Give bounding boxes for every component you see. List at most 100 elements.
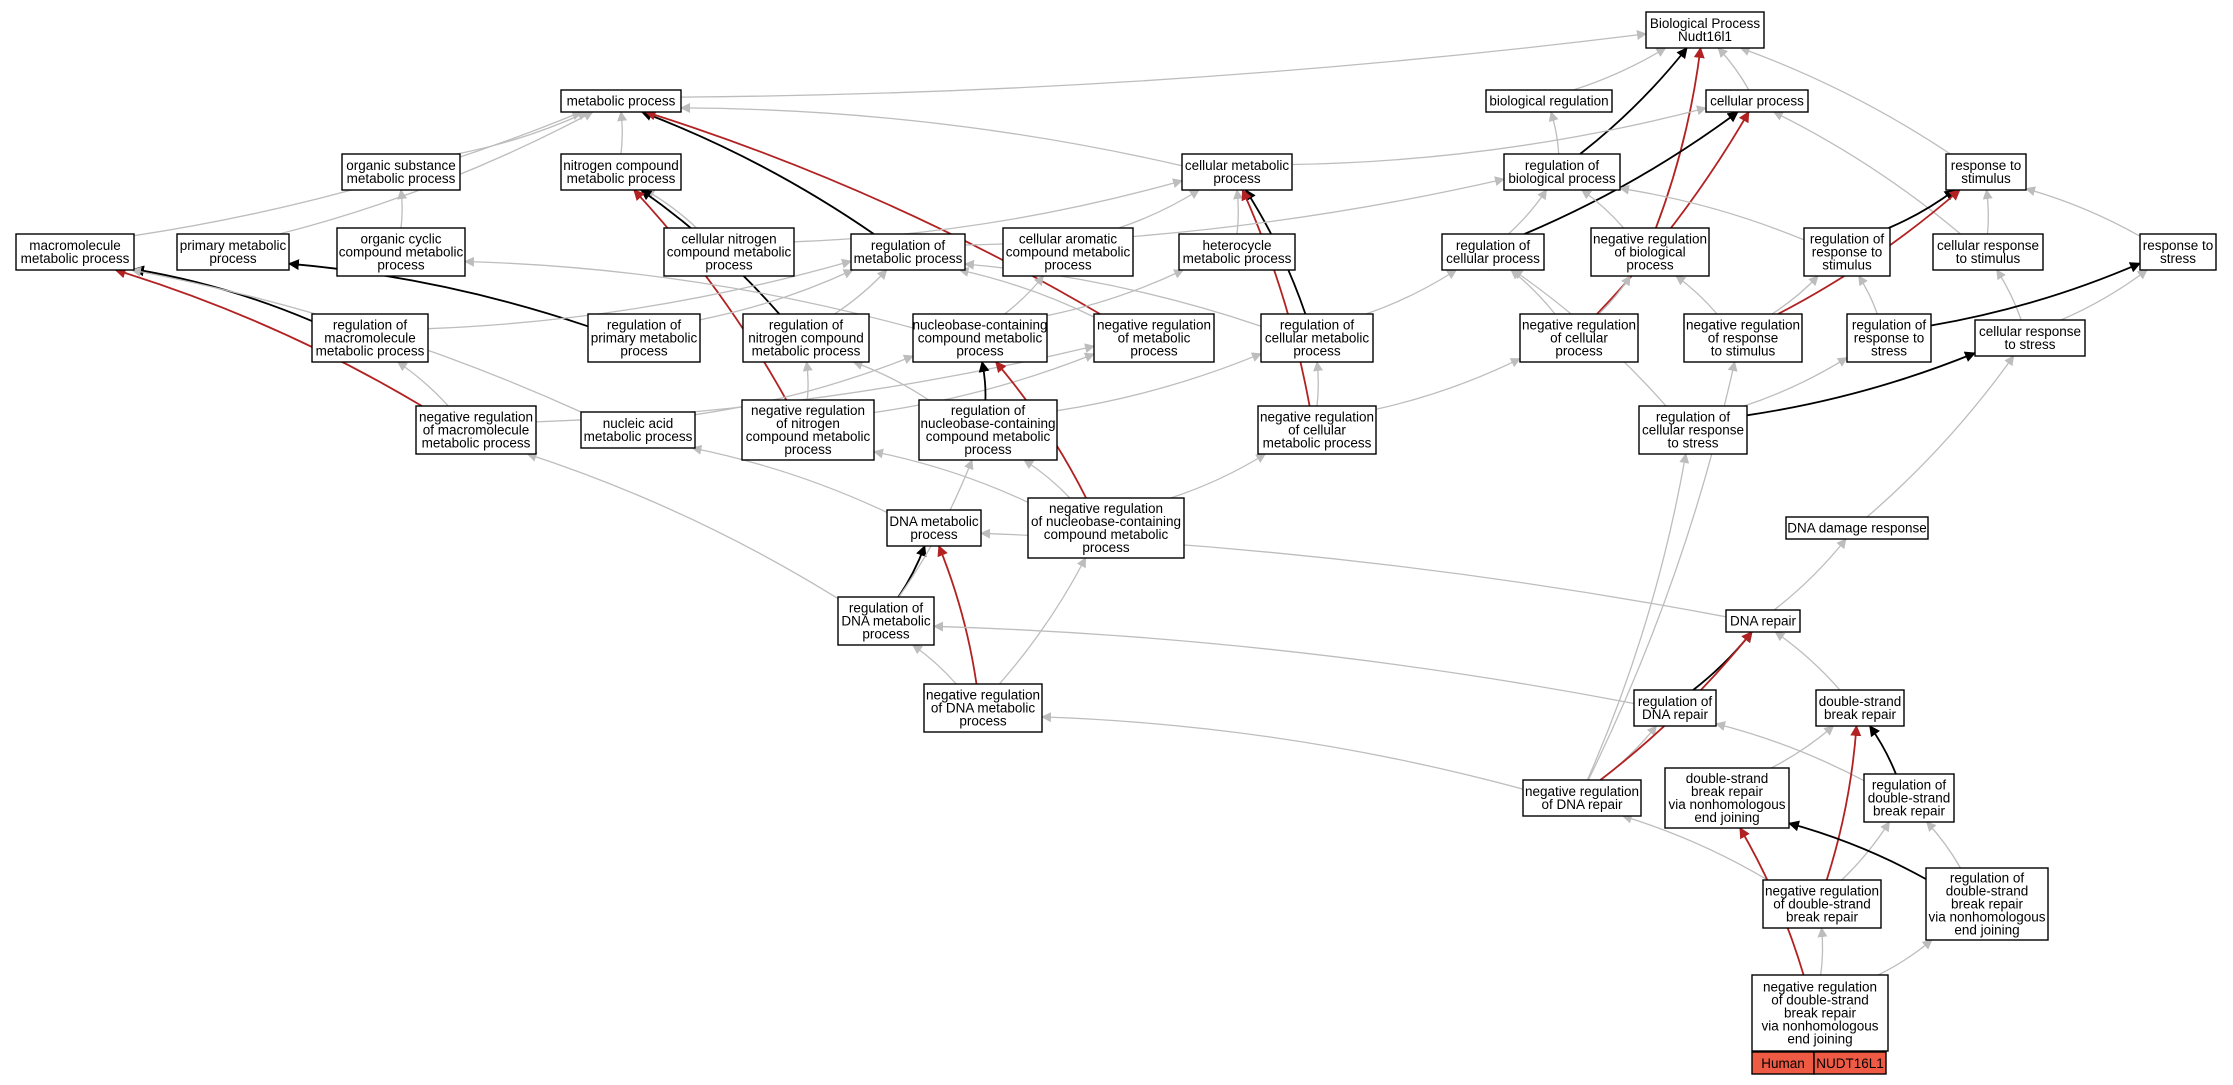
edge-rnbcmp-to-rncmp [852,360,930,401]
term-label-line: response to [2143,238,2214,253]
edge-ncmp-to-mp [617,111,628,155]
term-label-line: nucleic acid [603,416,674,431]
term-node-cp[interactable]: cellular process [1705,89,1809,113]
term-box [1503,153,1621,191]
term-node-br[interactable]: biological regulation [1485,89,1613,113]
term-label-line: metabolic process [854,251,963,266]
term-label-line: compound metabolic [746,429,871,444]
edge-crts-to-rts [1982,189,1993,235]
edge-nrrts-to-rrts [1771,275,1819,315]
term-label-line: negative regulation [419,410,533,425]
term-label-line: process [1130,344,1178,359]
term-label-line: via nonhomologous [1928,910,2045,925]
edge-ddr-to-crtstr [1866,355,2015,518]
term-box [1725,609,1801,633]
term-label-line: biological process [1508,171,1616,186]
term-label-line: cellular process [1446,251,1540,266]
term-label-line: regulation of [1852,318,1927,333]
term-label-line: to stimulus [1956,251,2021,266]
term-node-ddr[interactable]: DNA damage response [1785,516,1929,540]
term-node-mp[interactable]: metabolic process [560,89,682,113]
term-label-line: Biological Process [1650,16,1761,31]
term-label-line: to stimulus [1711,344,1776,359]
term-label-line: via nonhomologous [1761,1019,1878,1034]
term-node-dnar[interactable]: DNA repair [1725,609,1801,633]
edge-nrbp-to-bp [1655,46,1705,229]
edge-rtstr-to-rts [2025,186,2141,237]
term-label-line: compound metabolic [1006,245,1131,260]
term-label-line: of double-strand [1773,897,1871,912]
term-label-line: DNA metabolic [889,514,979,529]
term-label-line: stimulus [1822,258,1872,273]
term-label-line: process [1555,344,1603,359]
term-box [415,405,537,455]
edge-cacmp-to-cmp [1118,189,1200,229]
edge-occmp-to-osmp [397,189,408,229]
edge-nbcmp-to-cacmp [1004,275,1045,315]
term-label-line: negative regulation [1049,501,1163,516]
term-label-line: of response [1708,331,1779,346]
term-label-line: process [209,251,257,266]
term-box [1925,867,2049,941]
term-label-line: metabolic process [567,171,676,186]
term-label-line: of cellular [1550,331,1608,346]
edge-cp-to-bp [1717,47,1750,91]
edge-rdsbrnhej-to-dsbrnhej [1787,820,1927,880]
term-box [837,596,935,646]
term-label-line: metabolic process [1263,436,1372,451]
term-label-line: process [964,442,1012,457]
term-label-line: biological regulation [1489,94,1608,109]
edge-nrbp-to-rbp [1580,189,1625,229]
edge-nrmmp-to-rmmp [396,361,449,407]
edge-nrdnar-to-nrdnamp [1041,712,1524,790]
term-label-line: negative regulation [1763,980,1877,995]
term-label-line: double-strand [1686,771,1769,786]
term-node-rnbcmp[interactable]: regulation ofnucleobase-containingcompou… [918,399,1058,461]
